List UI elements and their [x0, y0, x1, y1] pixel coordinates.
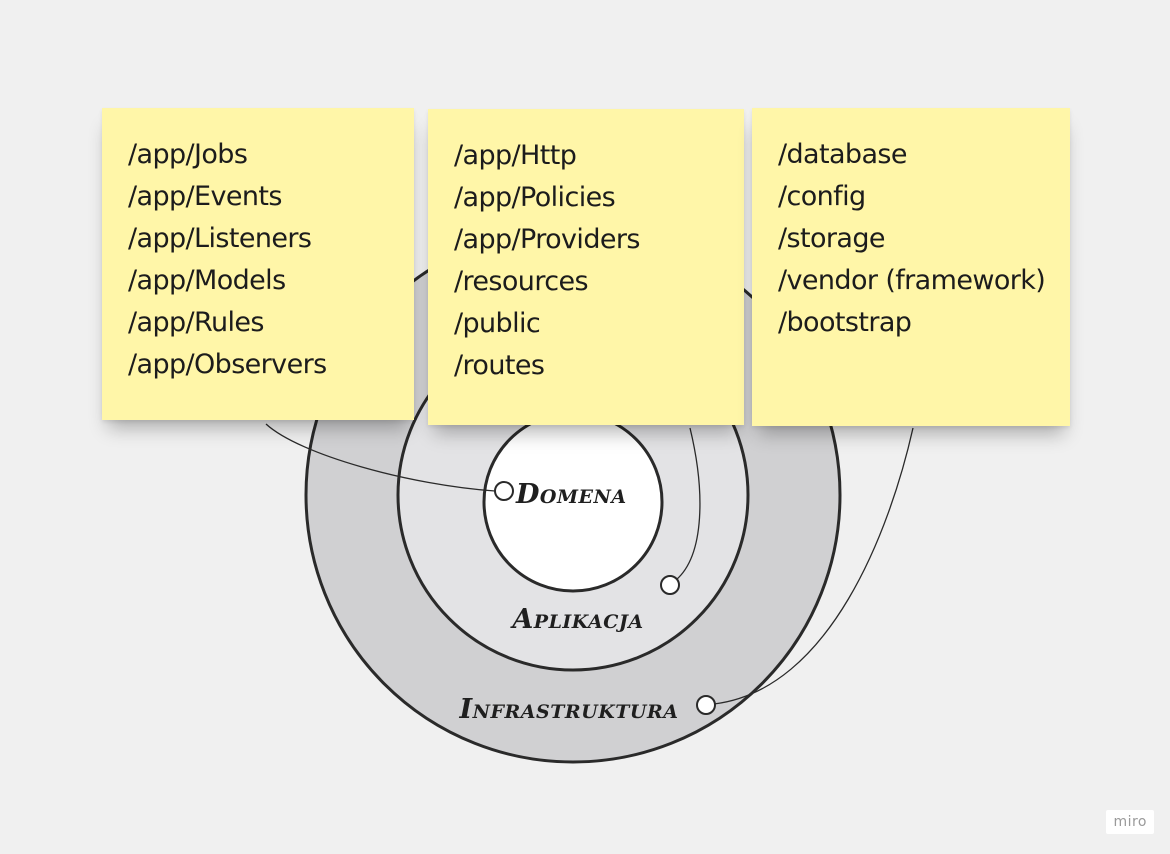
note-line: /resources: [454, 266, 589, 297]
label-domain: Domena: [515, 479, 627, 510]
sticky-note-domain[interactable]: /app/Jobs/app/Events/app/Listeners/app/M…: [102, 108, 414, 420]
note-line: /app/Observers: [128, 349, 327, 380]
note-line: /app/Events: [128, 181, 282, 212]
sticky-note-infrastructure[interactable]: /database/config/storage/vendor (framewo…: [752, 108, 1070, 426]
note-line: /app/Policies: [454, 182, 616, 213]
connector-domain: [265, 423, 496, 492]
miro-watermark[interactable]: miro: [1106, 810, 1154, 834]
label-infrastructure: Infrastruktura: [459, 694, 679, 725]
note-infrastructure-list: /database/config/storage/vendor (framewo…: [778, 134, 1050, 344]
note-line: /app/Jobs: [128, 139, 248, 170]
connector-end-infrastructure[interactable]: [696, 695, 716, 715]
note-line: /app/Listeners: [128, 223, 312, 254]
note-domain-list: /app/Jobs/app/Events/app/Listeners/app/M…: [128, 134, 394, 386]
note-line: /vendor (framework): [778, 265, 1046, 296]
connector-infrastructure: [713, 427, 914, 705]
note-line: /database: [778, 139, 907, 170]
note-line: /app/Providers: [454, 224, 640, 255]
label-application: Aplikacja: [509, 604, 643, 635]
note-line: /app/Models: [128, 265, 286, 296]
note-line: /bootstrap: [778, 307, 912, 338]
note-line: /public: [454, 308, 541, 339]
sticky-note-application[interactable]: /app/Http/app/Policies/app/Providers/res…: [428, 109, 744, 425]
connector-end-domain[interactable]: [494, 481, 514, 501]
note-line: /config: [778, 181, 866, 212]
note-line: /app/Http: [454, 140, 577, 171]
connector-end-application[interactable]: [660, 575, 680, 595]
note-line: /routes: [454, 350, 545, 381]
note-application-list: /app/Http/app/Policies/app/Providers/res…: [454, 135, 724, 387]
connector-application: [675, 427, 701, 581]
note-line: /app/Rules: [128, 307, 264, 338]
note-line: /storage: [778, 223, 885, 254]
